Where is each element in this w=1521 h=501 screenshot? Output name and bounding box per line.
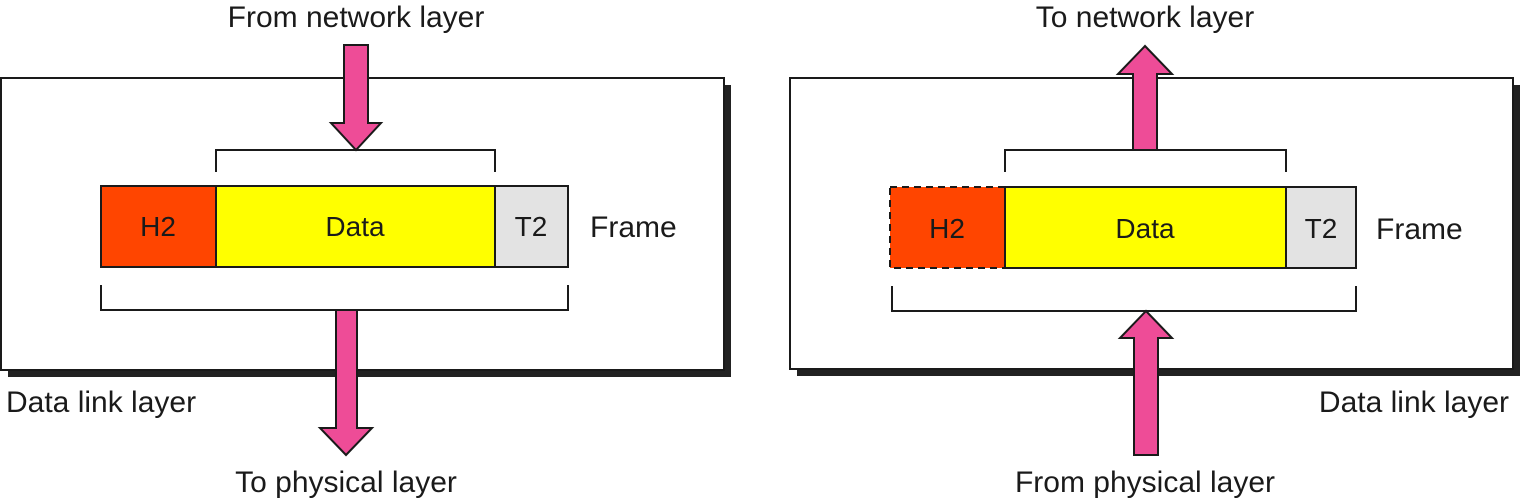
- sender-header-text: H2: [140, 211, 176, 242]
- sender-data-field: [215, 185, 496, 268]
- receiver-data-field: [1004, 186, 1287, 269]
- sender-input-label: From network layer: [228, 1, 485, 34]
- receiver-output-label: To network layer: [1036, 1, 1254, 34]
- sender-input-arrow: [328, 44, 384, 152]
- receiver-output-arrow: [1115, 44, 1175, 151]
- receiver-data-text: Data: [1115, 213, 1175, 244]
- receiver-frame-bracket: [891, 286, 1357, 312]
- sender-trailer-text: T2: [515, 211, 548, 242]
- receiver-panel: H2 Data T2 Frame To network layer From p…: [789, 1, 1520, 499]
- receiver-input-arrow: [1117, 309, 1175, 456]
- receiver-trailer-text: T2: [1305, 213, 1338, 244]
- sender-header-field: [100, 185, 217, 268]
- receiver-layer-label: Data link layer: [1319, 386, 1509, 419]
- sender-data-text: Data: [325, 211, 385, 242]
- sender-output-arrow: [317, 309, 375, 457]
- receiver-header-field: [889, 186, 1006, 269]
- sender-frame-label: Frame: [590, 211, 677, 244]
- sender-output-label: To physical layer: [235, 466, 457, 499]
- receiver-frame-label: Frame: [1376, 213, 1463, 246]
- receiver-trailer-field: [1285, 186, 1357, 269]
- sender-layer-label: Data link layer: [6, 386, 196, 419]
- receiver-header-text: H2: [929, 213, 965, 244]
- receiver-input-label: From physical layer: [1015, 466, 1275, 499]
- sender-panel: H2 Data T2 Frame From network layer To p…: [0, 1, 731, 499]
- sender-trailer-field: [494, 185, 569, 268]
- sender-frame-bracket: [100, 285, 569, 311]
